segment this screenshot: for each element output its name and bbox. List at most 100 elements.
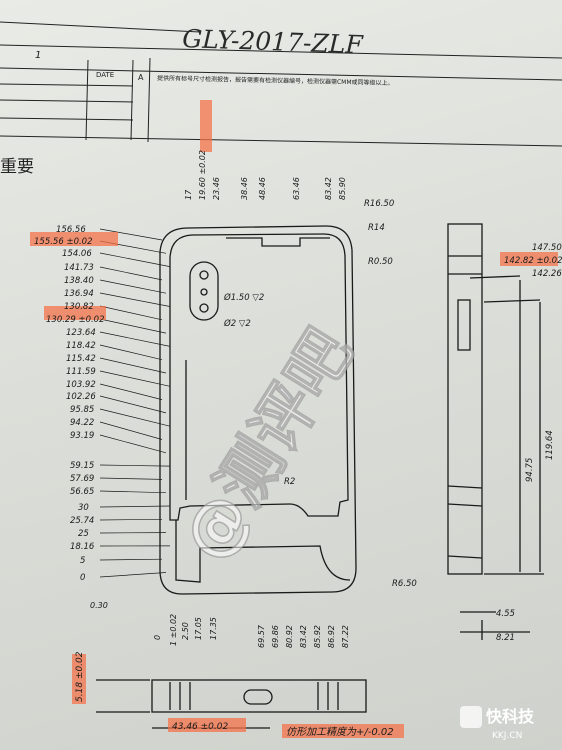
hole-label: Ø1.50 ▽2	[223, 292, 264, 303]
top-dim: 85.90	[338, 177, 347, 200]
thickness-dim: 5.18 ±0.02	[75, 651, 85, 702]
leader-line	[99, 357, 167, 374]
leader-line	[99, 434, 167, 454]
tolerance-note: 仿形加工精度为+/-0.02	[286, 726, 394, 738]
bottom-dim: 80.92	[285, 625, 294, 648]
bottom-dim: 83.42	[299, 625, 308, 648]
left-dim: 118.42	[66, 341, 96, 351]
leader-line	[99, 383, 163, 400]
table-num: 1	[35, 50, 41, 61]
side-dim: 142.82 ±0.02	[504, 256, 562, 266]
leader-line	[99, 408, 171, 427]
top-dim: 63.46	[292, 177, 301, 200]
phone-front-outline	[159, 225, 357, 595]
left-dim: 130.29 ±0.02	[46, 315, 105, 325]
date-label: DATE	[96, 71, 114, 79]
leader-line	[99, 421, 163, 440]
left-dim: 94.22	[70, 418, 94, 428]
brand-name: 快科技	[486, 707, 535, 726]
left-dim: 59.15	[70, 461, 94, 471]
title-block	[0, 21, 562, 147]
leader-line	[99, 572, 167, 578]
side-view-labels: 147.50 142.82 ±0.02 142.26 119.64 94.75 …	[496, 243, 562, 643]
leader-line	[99, 464, 171, 467]
left-dim: 130.82	[64, 302, 94, 312]
leader-line	[99, 490, 167, 494]
bottom-view-labels: 5.18 ±0.02 43.46 ±0.02 仿形加工精度为+/-0.02	[75, 651, 394, 738]
brand-url: KKJ.CN	[492, 731, 522, 741]
radius-labels: R16.50 R14 R0.50 R2 R6.50 Ø1.50 ▽2 Ø2 ▽2	[223, 199, 417, 589]
leader-line	[99, 518, 163, 521]
leader-line	[99, 505, 171, 508]
left-dim: 18.16	[70, 542, 95, 552]
left-dim: 141.73	[64, 263, 94, 273]
bottom-dim: 1 ±0.02	[169, 614, 178, 646]
side-dim: 4.55	[496, 609, 515, 619]
left-dim: 138.40	[64, 276, 94, 286]
top-dim: 23.46	[212, 177, 221, 200]
bottom-dim: 17.05	[194, 617, 203, 640]
corner-watermark: 快科技 KKJ.CN	[460, 706, 535, 741]
bottom-dim: 87.22	[341, 625, 350, 648]
left-margin-dim: 0.30	[90, 601, 108, 610]
left-dim: 103.92	[66, 380, 96, 390]
bottom-dim: 2.50	[181, 622, 190, 640]
leader-line	[99, 558, 163, 561]
side-dim: 142.26	[532, 269, 562, 279]
leader-line	[99, 279, 167, 294]
section-title: 重要	[0, 157, 34, 177]
left-dim: 93.19	[70, 431, 94, 441]
highlight-marks	[30, 100, 558, 738]
leader-line	[99, 266, 163, 281]
left-dim: 0	[80, 573, 85, 583]
left-dim: 156.56	[56, 225, 86, 235]
left-dim: 111.59	[66, 367, 96, 377]
bottom-dim: 69.57	[257, 624, 266, 648]
side-dim: 147.50	[532, 243, 562, 253]
radius-label: R16.50	[364, 199, 394, 209]
left-dim: 5	[80, 556, 85, 566]
left-dim: 25.74	[70, 516, 94, 526]
top-dim: 83.42	[324, 177, 333, 200]
left-dim: 56.65	[70, 487, 94, 497]
side-dim: 8.21	[496, 633, 515, 643]
bottom-dimension-labels: 0 1 ±0.02 2.50 17.05 17.35 69.57 69.86 8…	[90, 601, 350, 648]
dimension-leaders	[99, 228, 171, 578]
top-dim: 17	[184, 189, 193, 200]
leader-line	[99, 318, 167, 334]
leader-line	[99, 305, 163, 321]
side-dim: 94.75	[525, 458, 535, 482]
top-dimension-labels: 17 19.60 ±0.02 23.46 38.46 48.46 63.46 8…	[184, 150, 347, 200]
top-dim: 48.46	[258, 177, 267, 200]
leader-line	[99, 252, 171, 267]
left-dim: 115.42	[66, 354, 96, 364]
note-letter: A	[138, 73, 144, 82]
left-dim: 57.69	[70, 474, 94, 484]
leader-line	[99, 395, 167, 414]
leader-line	[99, 344, 163, 361]
bottom-dim: 17.35	[209, 617, 218, 640]
brand-logo-icon	[460, 706, 482, 728]
left-dim: 25	[78, 529, 89, 539]
leader-line	[99, 331, 171, 347]
radius-label: R2	[284, 477, 295, 487]
left-dim: 155.56 ±0.02	[34, 237, 93, 247]
left-dim: 123.64	[66, 328, 96, 338]
width-dim: 43.46 ±0.02	[172, 722, 228, 732]
radius-label: R0.50	[368, 257, 393, 267]
bottom-dim: 85.92	[313, 625, 322, 648]
hole-label: Ø2 ▽2	[223, 318, 251, 329]
left-dim: 102.26	[66, 392, 96, 402]
bottom-dim: 0	[153, 635, 162, 640]
bottom-dim: 69.86	[271, 625, 280, 648]
leader-line	[99, 292, 171, 307]
left-dim: 95.85	[70, 405, 94, 415]
phone-side-view	[447, 223, 544, 640]
top-dim: 19.60 ±0.02	[198, 150, 207, 200]
left-dim: 30	[78, 503, 89, 513]
leader-line	[99, 370, 171, 387]
side-dim: 119.64	[545, 430, 555, 460]
